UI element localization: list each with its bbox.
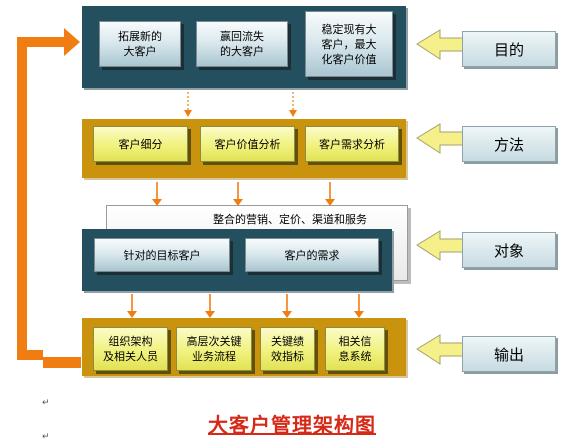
label-methods: 方法	[462, 126, 556, 162]
output-box-org-structure: 组织架构 及相关人员	[93, 327, 168, 371]
goal-box-retain-maximize: 稳定现有大 客户，最大 化客户价值	[305, 11, 393, 77]
output-box-kpi: 关键绩 效指标	[260, 327, 315, 371]
label-goals: 目的	[462, 31, 556, 67]
paragraph-mark-2: ↵	[42, 432, 50, 442]
goals-to-methods-arrows	[184, 92, 297, 117]
arrow-goals	[416, 29, 467, 60]
method-box-segmentation: 客户细分	[93, 126, 188, 162]
goal-box-win-back: 赢回流失 的大客户	[196, 21, 288, 67]
methods-to-objects-arrows	[152, 182, 335, 206]
diagram-caption: 大客户管理架构图	[208, 413, 376, 437]
arrow-objects	[416, 230, 467, 261]
method-box-needs-analysis: 客户需求分析	[305, 126, 399, 162]
output-box-info-systems: 相关信 息系统	[325, 327, 385, 371]
arrow-outputs	[416, 334, 467, 365]
object-box-client-needs: 客户的需求	[245, 238, 379, 272]
paragraph-mark-1: ↵	[42, 398, 50, 408]
goal-box-new-clients: 拓展新的 大客户	[99, 21, 181, 67]
objects-to-outputs-arrows	[127, 294, 364, 318]
arrow-methods	[416, 123, 467, 154]
method-box-value-analysis: 客户价值分析	[200, 126, 295, 162]
output-stub-arrow	[43, 357, 81, 368]
output-box-key-processes: 高层次关键 业务流程	[176, 327, 252, 371]
feedback-loop-arrow	[17, 28, 80, 360]
label-objects: 对象	[462, 232, 556, 268]
object-box-target-clients: 针对的目标客户	[94, 238, 230, 272]
side-label-arrows	[416, 29, 467, 365]
label-outputs: 输出	[462, 336, 556, 372]
